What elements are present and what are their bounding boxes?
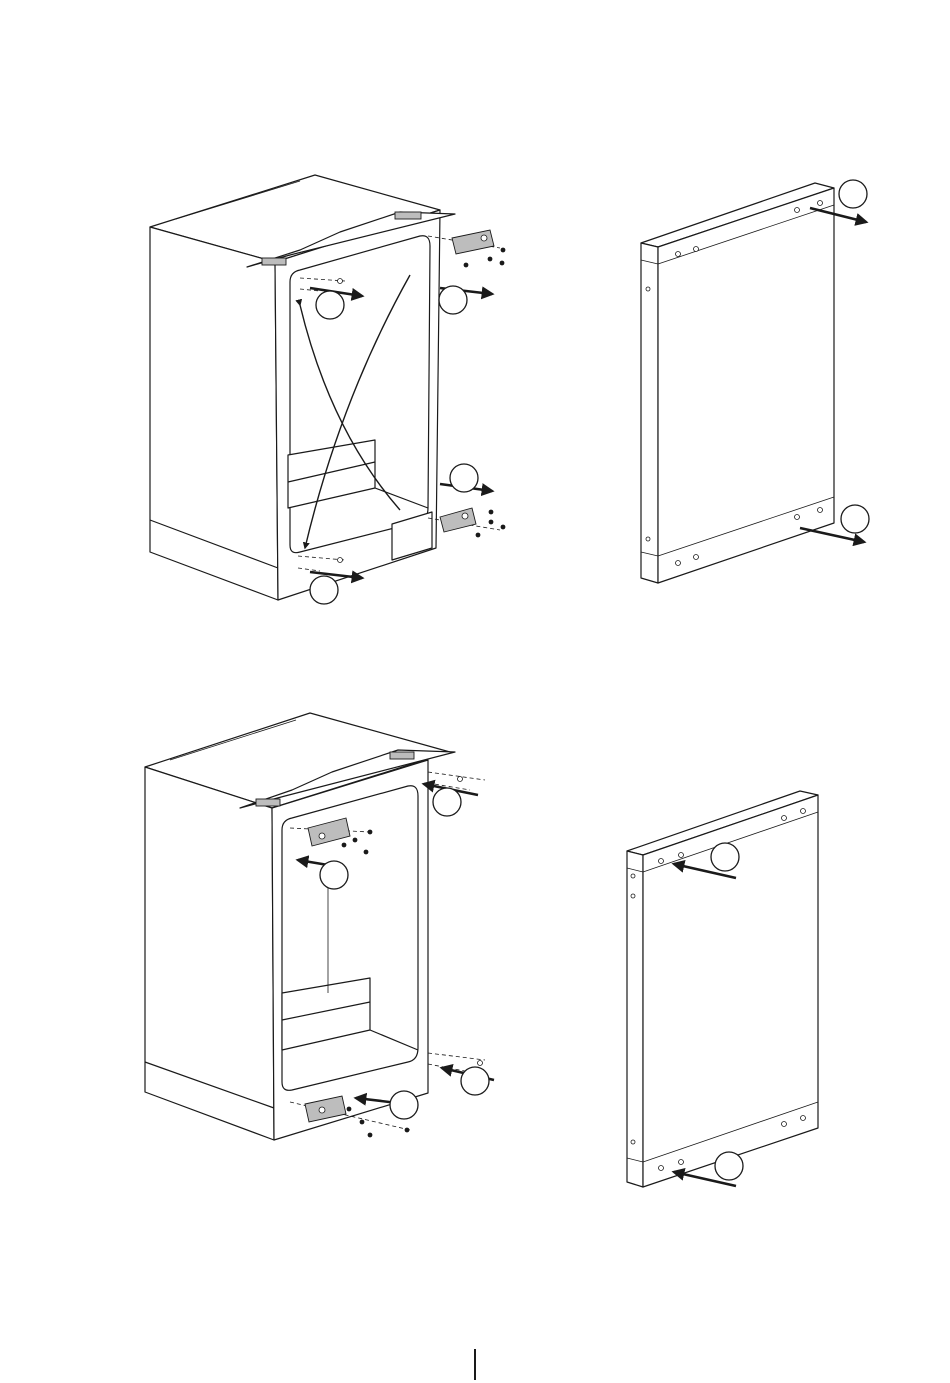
bottom-door [627, 791, 818, 1187]
callout-marker [433, 788, 461, 816]
callout-marker [316, 291, 344, 319]
callout-marker [310, 576, 338, 604]
top-door [641, 180, 869, 583]
callout-marker [461, 1067, 489, 1095]
bottom-cabinet [145, 713, 494, 1140]
cabinet-opening [290, 236, 430, 553]
cabinet-left-side [145, 767, 274, 1140]
door-side-edge [627, 851, 643, 1187]
hinge-bottom-right [440, 508, 505, 537]
callout-marker [841, 505, 869, 533]
door-side-edge [641, 243, 658, 583]
callout-marker [390, 1091, 418, 1119]
door-front-face [658, 188, 834, 583]
top-cabinet [150, 175, 505, 604]
callout-marker [439, 286, 467, 314]
callout-marker [715, 1152, 743, 1180]
callout-marker [839, 180, 867, 208]
callout-marker [320, 861, 348, 889]
hinge-top-right [452, 230, 505, 267]
callout-marker [450, 464, 478, 492]
callout-marker [711, 843, 739, 871]
